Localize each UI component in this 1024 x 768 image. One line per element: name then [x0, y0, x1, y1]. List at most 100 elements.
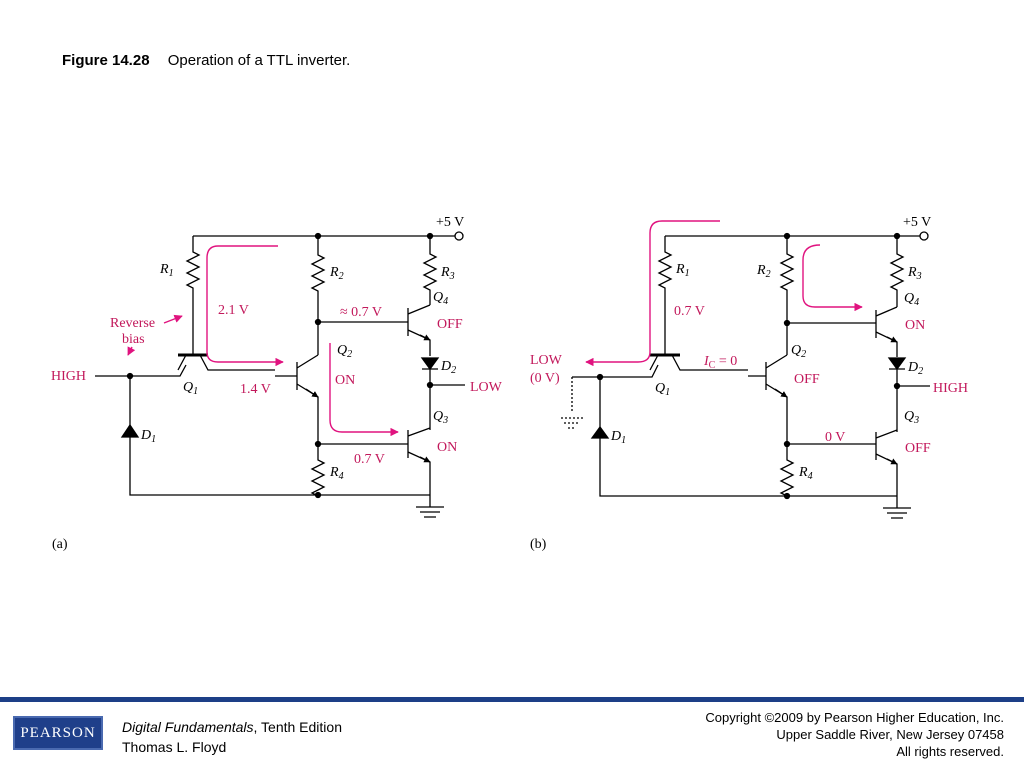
b-d2-diode [887, 357, 907, 371]
b-q3-state: OFF [905, 441, 931, 456]
book-title: Digital Fundamentals [122, 719, 254, 735]
b-ic-label: IC = 0 [703, 354, 737, 371]
a-r2-resistor [310, 236, 326, 355]
b-d2-label: D [907, 360, 918, 375]
b-current-arrow-q4 [802, 244, 863, 312]
b-r4-resistor [779, 444, 795, 497]
svg-text:Q4: Q4 [904, 291, 919, 308]
b-output-label: HIGH [933, 381, 968, 396]
footer-rule [0, 697, 1024, 702]
svg-text:R1: R1 [675, 262, 690, 279]
svg-text:R4: R4 [329, 465, 344, 482]
a-r4-label: R [329, 465, 339, 480]
a-d2-label: D [440, 359, 451, 374]
b-supply-terminal [919, 231, 929, 241]
b-q3-label: Q [904, 409, 914, 424]
a-r1-label: R [159, 262, 169, 277]
a-q3-label: Q [433, 409, 443, 424]
a-r3-resistor [422, 236, 438, 305]
panel-a-labels: +5 V R1 R2 R3 R4 Q1 Q2 Q3 Q4 D1 D2 (a) [52, 215, 464, 552]
a-reverse-bias-arrow [163, 314, 183, 324]
svg-text:R1: R1 [159, 262, 174, 279]
a-r3-label: R [440, 265, 450, 280]
b-r3-resistor [889, 236, 905, 307]
a-q1-label: Q [183, 380, 193, 395]
a-input-label: HIGH [51, 369, 86, 384]
a-q3-state: ON [437, 440, 457, 455]
svg-text:R2: R2 [329, 265, 344, 282]
panel-a [95, 231, 465, 518]
a-r2-label: R [329, 265, 339, 280]
b-q2-label: Q [791, 343, 801, 358]
a-v-base-q1: 2.1 V [218, 303, 249, 318]
a-q2-label: Q [337, 343, 347, 358]
b-r2-label: R [756, 263, 766, 278]
svg-text:D2: D2 [440, 359, 456, 376]
panel-b-labels: +5 V R1 R2 R3 R4 Q1 Q2 Q3 Q4 D1 D2 (b) [530, 215, 931, 552]
a-r1-resistor [185, 236, 201, 355]
b-r2-resistor [779, 236, 795, 355]
a-q4-state: OFF [437, 317, 463, 332]
a-d1-diode [120, 423, 140, 438]
a-q4-transistor [407, 304, 431, 356]
b-r3-label: R [907, 265, 917, 280]
b-q1-label: Q [655, 381, 665, 396]
a-d2-diode [420, 357, 440, 371]
a-current-arrow-q2 [329, 343, 399, 437]
copyright-block: Copyright ©2009 by Pearson Higher Educat… [705, 709, 1004, 760]
a-v-q3-base: 0.7 V [354, 452, 385, 467]
a-r4-resistor [310, 444, 326, 498]
svg-text:D2: D2 [907, 360, 923, 377]
b-input-ground [561, 377, 583, 429]
book-edition: , Tenth Edition [253, 719, 342, 735]
panel-a-current-paths [127, 245, 399, 437]
panel-b-annotations: LOW(0 V) HIGH 0.7 V IC = 0 0 V ON OFF OF… [530, 304, 968, 456]
b-r1-label: R [675, 262, 685, 277]
a-q3-transistor [407, 427, 431, 495]
b-q2-transistor [748, 354, 788, 444]
a-tag: (a) [52, 537, 68, 552]
b-current-arrow-input [585, 220, 720, 367]
a-q2-state: ON [335, 373, 355, 388]
b-r1-resistor [657, 236, 673, 355]
panel-b [561, 231, 930, 519]
svg-text:Q3: Q3 [433, 409, 448, 426]
svg-text:R3: R3 [907, 265, 922, 282]
svg-text:R4: R4 [798, 465, 813, 482]
a-ground [416, 495, 444, 518]
a-v-base-q2: 1.4 V [240, 382, 271, 397]
panel-b-current-paths [585, 220, 863, 367]
figure-number: Figure 14.28 [62, 52, 150, 69]
a-output-label: LOW [470, 380, 503, 395]
b-supply-label: +5 V [903, 215, 931, 230]
svg-text:R3: R3 [440, 265, 455, 282]
b-q4-state: ON [905, 318, 925, 333]
b-d1-diode [590, 425, 610, 439]
b-input-label: LOW(0 V) [530, 353, 563, 386]
copyright-line-2: Upper Saddle River, New Jersey 07458 [776, 727, 1004, 742]
a-d1-label: D [140, 428, 151, 443]
a-q4-label: Q [433, 290, 443, 305]
b-d1-label: D [610, 429, 621, 444]
book-author: Thomas L. Floyd [122, 739, 227, 755]
svg-text:R2: R2 [756, 263, 771, 280]
b-q4-transistor [875, 306, 898, 357]
svg-text:Q1: Q1 [655, 381, 670, 398]
b-tag: (b) [530, 537, 547, 552]
figure-caption: Figure 14.28 Operation of a TTL inverter… [62, 52, 350, 69]
a-supply-terminal [454, 231, 464, 241]
svg-text:Q3: Q3 [904, 409, 919, 426]
svg-text:Q4: Q4 [433, 290, 448, 307]
a-q2-transistor [275, 354, 319, 444]
pearson-logo: PEARSON [13, 716, 103, 750]
a-v-q4-base: ≈ 0.7 V [340, 305, 382, 320]
svg-text:Q1: Q1 [183, 380, 198, 397]
figure-title: Operation of a TTL inverter. [167, 52, 351, 69]
b-ground [883, 496, 911, 519]
svg-text:D1: D1 [610, 429, 626, 446]
book-info: Digital Fundamentals, Tenth Edition Thom… [122, 717, 342, 757]
b-v-q1-base: 0.7 V [674, 304, 705, 319]
